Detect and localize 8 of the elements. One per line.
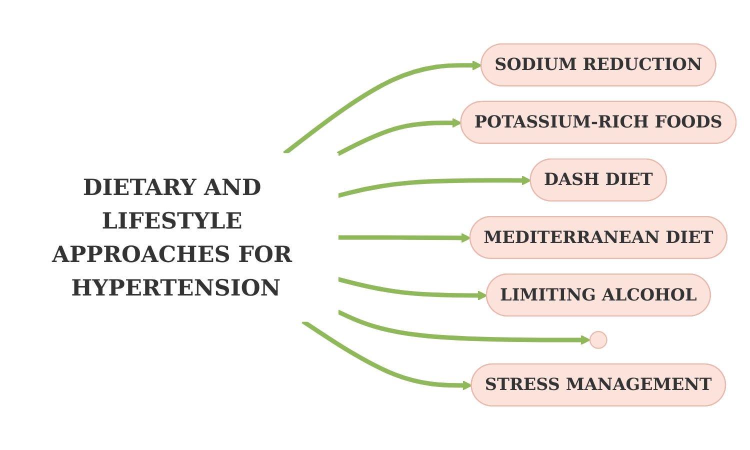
arrow xyxy=(338,233,471,243)
arrow xyxy=(336,310,590,345)
arrow xyxy=(337,277,488,301)
node-circle xyxy=(589,331,608,349)
arrow xyxy=(283,60,482,156)
arrow xyxy=(337,176,532,198)
node-text: DIETARY AND LIFESTYLE APPROACHES FOR HYPERTENSION xyxy=(52,174,292,302)
arrow xyxy=(336,118,462,156)
